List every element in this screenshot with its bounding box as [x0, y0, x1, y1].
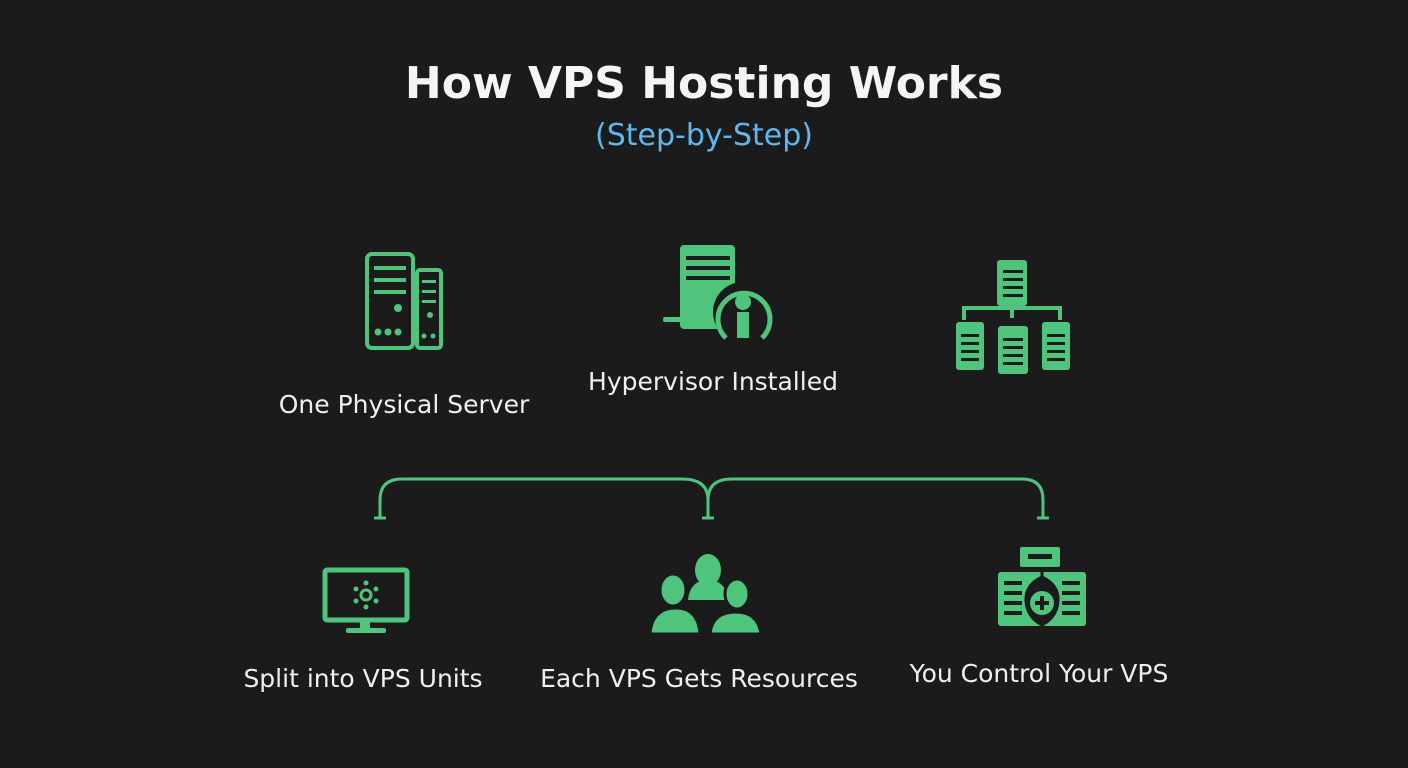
branch-connector — [374, 477, 1049, 520]
users-group-icon — [648, 554, 763, 635]
server-hierarchy-icon — [956, 260, 1070, 374]
step-label-split-vps: Split into VPS Units — [243, 664, 483, 693]
page-title: How VPS Hosting Works — [404, 58, 1004, 109]
monitor-icon — [322, 567, 410, 633]
page-subtitle: (Step-by-Step) — [595, 118, 813, 153]
hypervisor-server-icon — [663, 245, 773, 342]
step-label-control: You Control Your VPS — [909, 659, 1169, 688]
server-tower-icon — [365, 252, 443, 350]
step-label-hypervisor: Hypervisor Installed — [588, 367, 838, 396]
step-label-resources: Each VPS Gets Resources — [540, 664, 858, 693]
step-label-physical-server: One Physical Server — [278, 390, 530, 419]
server-control-icon — [998, 547, 1086, 627]
